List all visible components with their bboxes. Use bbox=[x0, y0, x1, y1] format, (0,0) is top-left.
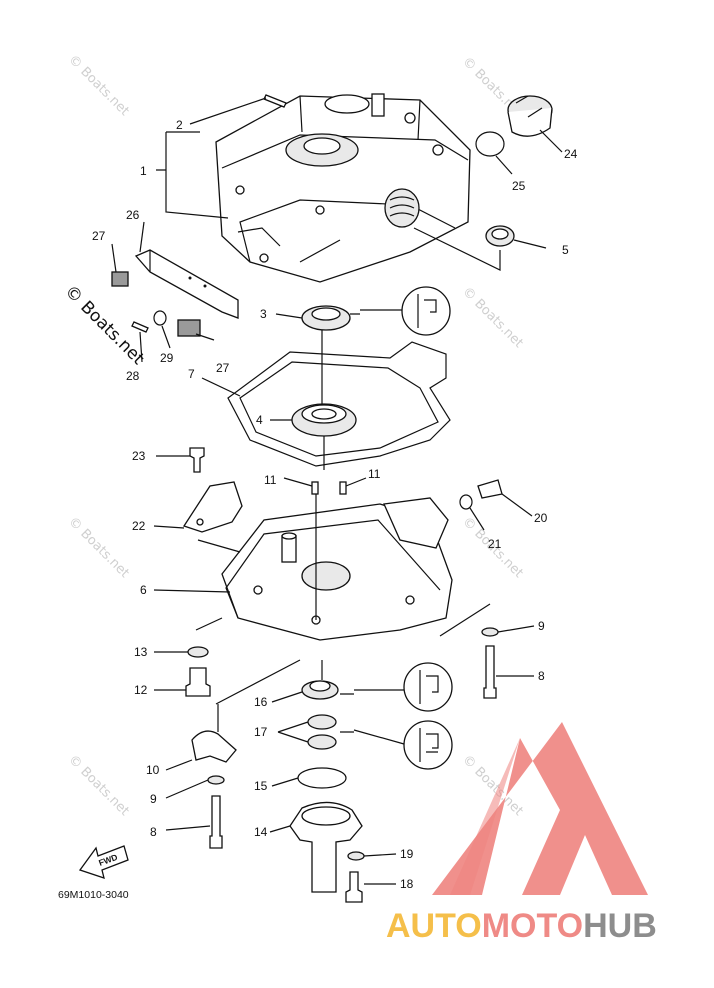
callout-number: 28 bbox=[126, 369, 140, 383]
oil-seal-part-5 bbox=[485, 225, 515, 247]
callout-number: 27 bbox=[92, 229, 106, 243]
fwd-arrow-icon: FWD bbox=[78, 845, 129, 879]
bolt-part-8b bbox=[209, 795, 223, 849]
oil-filler-cap bbox=[507, 95, 553, 137]
callout-number: 16 bbox=[254, 695, 268, 709]
oil-seal-part-17a bbox=[307, 714, 337, 730]
o-ring-part-15 bbox=[297, 767, 347, 789]
callout-number: 9 bbox=[150, 792, 157, 806]
oil-seal-part-17b bbox=[307, 734, 337, 750]
automotohub-logo: AUTOMOTOHUB bbox=[386, 722, 657, 945]
callout-number: 3 bbox=[260, 307, 267, 321]
bolt-part-2 bbox=[263, 94, 287, 108]
bolt-part-18 bbox=[345, 871, 363, 903]
callout-labels: 1 2 3 4 5 6 7 8 8 9 9 10 11 11 12 13 14 … bbox=[92, 118, 578, 891]
callout-number: 4 bbox=[256, 413, 263, 427]
callout-number: 2 bbox=[176, 118, 183, 132]
watermark-text: © Boats.net bbox=[459, 284, 526, 351]
callout-number: 22 bbox=[132, 519, 146, 533]
callout-number: 14 bbox=[254, 825, 268, 839]
callout-number: 23 bbox=[132, 449, 146, 463]
callout-number: 27 bbox=[216, 361, 230, 375]
clamp-part-10 bbox=[191, 730, 237, 763]
washer-part-19 bbox=[347, 851, 365, 861]
housing-part-14 bbox=[289, 801, 363, 893]
callout-number: 24 bbox=[564, 147, 578, 161]
callout-number: 8 bbox=[538, 669, 545, 683]
callout-number: 13 bbox=[134, 645, 148, 659]
bolt-part-23 bbox=[189, 447, 205, 473]
callout-number: 19 bbox=[400, 847, 414, 861]
callout-number: 26 bbox=[126, 208, 140, 222]
gasket-part-13 bbox=[187, 646, 209, 658]
watermark-text: © Boats.net bbox=[65, 752, 132, 819]
callout-number: 21 bbox=[488, 537, 502, 551]
washer-part-29 bbox=[153, 310, 167, 326]
bracket-part-22 bbox=[182, 481, 243, 533]
svg-text:AUTOMOTOHUB: AUTOMOTOHUB bbox=[386, 907, 657, 945]
crankcase-upper bbox=[215, 93, 471, 283]
washer-part-21 bbox=[459, 494, 473, 510]
callout-number: 8 bbox=[150, 825, 157, 839]
oil-seal-part-16 bbox=[301, 680, 339, 700]
callout-number: 11 bbox=[264, 473, 277, 487]
logo-triangle-icon bbox=[432, 722, 648, 895]
screw-part-28 bbox=[131, 321, 149, 333]
callout-number: 25 bbox=[512, 179, 526, 193]
callout-number: 7 bbox=[188, 367, 195, 381]
seal-detail-circle bbox=[401, 286, 451, 336]
callout-number: 11 bbox=[368, 467, 381, 481]
callout-number: 17 bbox=[254, 725, 268, 739]
watermark-text: © Boats.net bbox=[65, 514, 132, 581]
callout-number: 5 bbox=[562, 243, 569, 257]
callout-number: 18 bbox=[400, 877, 414, 891]
callout-number: 6 bbox=[140, 583, 147, 597]
bolt-part-20 bbox=[477, 479, 503, 499]
gasket-inner bbox=[239, 361, 439, 457]
cover-part-26 bbox=[134, 249, 239, 319]
washer-part-9b bbox=[207, 775, 225, 785]
part-code-label: 69M1010-3040 bbox=[58, 889, 129, 901]
callout-number: 12 bbox=[134, 683, 148, 697]
leader-lines bbox=[111, 97, 563, 885]
dowel-pin-part-11a bbox=[311, 481, 319, 495]
dowel-pin-part-11b bbox=[339, 481, 347, 495]
callout-number: 15 bbox=[254, 779, 268, 793]
logo-word-moto: MOTO bbox=[482, 907, 583, 945]
callout-number: 9 bbox=[538, 619, 545, 633]
crankcase-lower bbox=[221, 497, 453, 641]
bearing-part-4 bbox=[291, 403, 357, 437]
seal-detail-circle bbox=[403, 662, 453, 712]
bolt-part-8a bbox=[483, 645, 497, 699]
plug-part-12 bbox=[185, 667, 211, 697]
clip-part-27a bbox=[111, 271, 129, 287]
oil-seal-part-3 bbox=[301, 305, 351, 331]
gasket-part-7 bbox=[227, 341, 451, 467]
callout-number: 20 bbox=[534, 511, 548, 525]
seal-detail-circle bbox=[403, 720, 453, 770]
watermark-text: © Boats.net bbox=[65, 52, 132, 119]
callout-number: 1 bbox=[140, 164, 147, 178]
logo-word-auto: AUTO bbox=[386, 907, 482, 945]
clip-part-27b bbox=[177, 319, 201, 337]
callout-number: 29 bbox=[160, 351, 174, 365]
callout-number: 10 bbox=[146, 763, 160, 777]
logo-word-hub: HUB bbox=[583, 907, 657, 945]
washer-part-9a bbox=[481, 627, 499, 637]
o-ring-part-25 bbox=[475, 131, 505, 157]
